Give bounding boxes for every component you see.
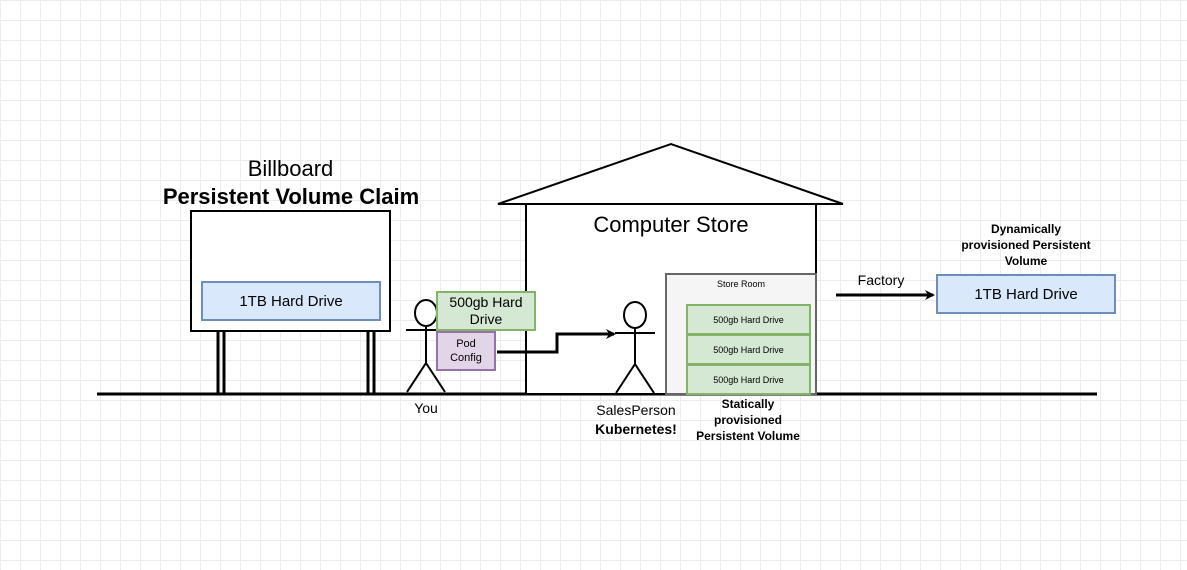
store-roof: [497, 142, 844, 205]
you-stick-figure[interactable]: [406, 299, 446, 393]
dynamic-pv-label: Dynamically provisioned Persistent Volum…: [961, 222, 1091, 268]
billboard-subtitle: Persistent Volume Claim: [162, 184, 420, 209]
factory-label: Factory: [857, 272, 905, 288]
store-room-label: Store Room: [716, 279, 766, 289]
salesperson-role: Kubernetes!: [595, 421, 677, 437]
you-held-drive[interactable]: 500gb Hard Drive: [436, 291, 536, 331]
salesperson-label: SalesPerson: [596, 402, 676, 418]
shelf-drive[interactable]: 500gb Hard Drive: [686, 364, 811, 395]
billboard-title: Billboard: [247, 156, 334, 181]
dynamic-pv-drive[interactable]: 1TB Hard Drive: [936, 274, 1116, 314]
shelf-drive[interactable]: 500gb Hard Drive: [686, 304, 811, 335]
pod-config-arrow: [497, 329, 616, 354]
static-pv-label: Statically provisioned Persistent Volume: [696, 397, 800, 443]
billboard-drive[interactable]: 1TB Hard Drive: [201, 281, 381, 321]
pod-config-box[interactable]: Pod Config: [436, 331, 496, 371]
salesperson-stick-figure[interactable]: [615, 301, 655, 394]
shelf-drive[interactable]: 500gb Hard Drive: [686, 334, 811, 365]
you-label: You: [414, 400, 438, 416]
billboard-legs: [216, 331, 376, 393]
store-title: Computer Store: [593, 212, 749, 237]
